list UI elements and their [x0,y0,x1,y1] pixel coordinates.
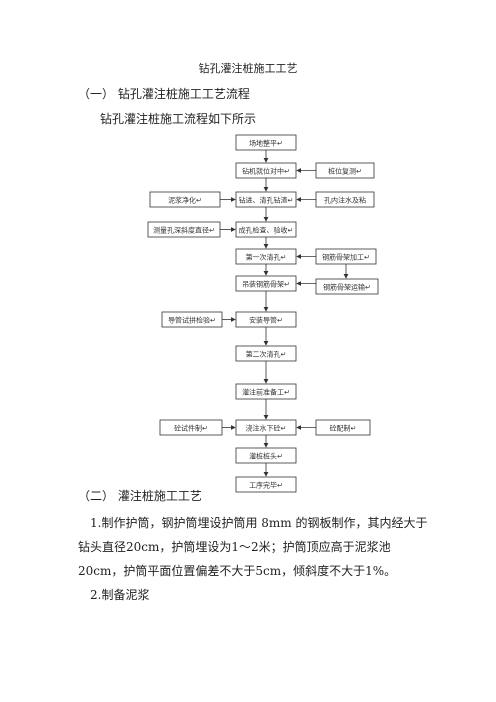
flow-intro-text: 钻孔灌注桩施工流程如下所示 [100,112,257,126]
flow-step-6-label: 吊装钢筋骨架↵ [242,280,290,289]
flow-step-7-box [235,311,297,328]
left-input-4-box [159,419,223,436]
flow-step-10-label: 浇注水下砼↵ [246,424,287,433]
flow-step-11-box [235,447,297,464]
section-2-heading: （二） 灌注桩施工工艺 [78,489,202,503]
flow-step-4-label: 成孔检查、验收↵ [239,226,294,235]
flow-step-1-box [235,134,297,151]
right-input-3-label: 钢筋骨架加工↵ [322,253,370,262]
flow-step-5-label: 第一次清孔↵ [246,253,287,262]
document-title: 钻孔灌注桩施工工艺 [198,62,298,75]
paragraph-casing: 1.制作护筒，钢护筒埋设护筒用 8mm 的钢板制作，其内经大于钻头直径20cm，… [78,516,428,578]
left-input-1-label: 泥浆净化↵ [168,196,202,205]
left-input-2-label: 测量孔深斜度直径↵ [153,226,215,235]
flow-step-9-label: 灌注前准备工↵ [242,388,290,397]
right-input-1-box [315,162,375,179]
flow-step-1-label: 场地整平↵ [249,139,283,148]
flow-step-9-box [235,383,297,400]
flow-step-12-box [235,476,297,493]
flow-step-3-label: 钻进、清孔钻渣↵ [239,196,294,205]
flow-step-12-label: 工序完毕↵ [249,481,283,490]
left-input-4-label: 砼试件制↵ [174,424,208,433]
left-input-2-box [147,221,221,238]
right-input-5-label: 砼配制↵ [330,424,357,433]
left-input-3-label: 导管试拼检验↵ [168,316,216,325]
flow-step-2-label: 钻机就位对中↵ [242,167,290,176]
right-input-2-label: 孔内注水及粘 [324,196,366,205]
left-input-3-box [161,311,223,328]
right-input-5-box [315,419,371,436]
flow-step-8-box [235,345,297,362]
right-input-1-label: 桩位复测↵ [328,167,362,176]
flow-step-5-box [235,248,297,265]
right-input-4-label: 钢筋骨架运输↵ [323,283,371,292]
flow-step-10-box [235,419,297,436]
flow-step-11-label: 灌桩桩头↵ [249,452,283,461]
flow-step-3-box [235,191,297,208]
left-input-1-box [149,191,221,208]
flow-step-7-label: 安装导管↵ [249,316,283,325]
right-input-3-box [315,248,377,265]
flow-step-2-box [235,162,297,179]
section-1-heading: （一） 钻孔灌注桩施工工艺流程 [78,87,250,101]
right-input-2-box [315,191,375,208]
flow-step-6-box [235,275,297,292]
paragraph-mud: 2.制备泥浆 [90,588,150,602]
right-input-4-box [315,278,379,295]
flow-step-8-label: 第二次清孔↵ [246,350,287,359]
flow-step-4-box [235,221,297,238]
